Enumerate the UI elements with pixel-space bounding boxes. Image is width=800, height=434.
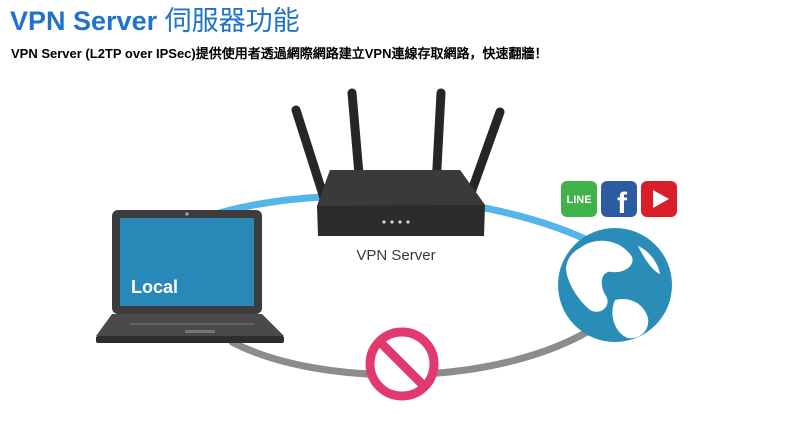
page-subtitle: VPN Server (L2TP over IPSec)提供使用者透過網際網路建…	[11, 43, 547, 62]
laptop-icon	[96, 210, 284, 343]
laptop-screen-label: Local	[131, 277, 178, 297]
youtube-icon	[641, 181, 677, 217]
router-icon	[296, 93, 500, 236]
vpn-diagram: VPN Server Local LINE f	[0, 70, 800, 434]
page-title-en: VPN Server	[10, 6, 157, 36]
svg-text:f: f	[617, 187, 628, 220]
page-title: VPN Server 伺服器功能	[10, 2, 300, 40]
svg-text:LINE: LINE	[566, 194, 591, 206]
page-title-zh: 伺服器功能	[165, 6, 300, 36]
router-label: VPN Server	[356, 247, 435, 264]
globe-icon	[558, 228, 672, 342]
blocked-icon	[370, 332, 434, 396]
line-icon: LINE	[561, 181, 597, 217]
facebook-icon: f	[601, 181, 637, 220]
